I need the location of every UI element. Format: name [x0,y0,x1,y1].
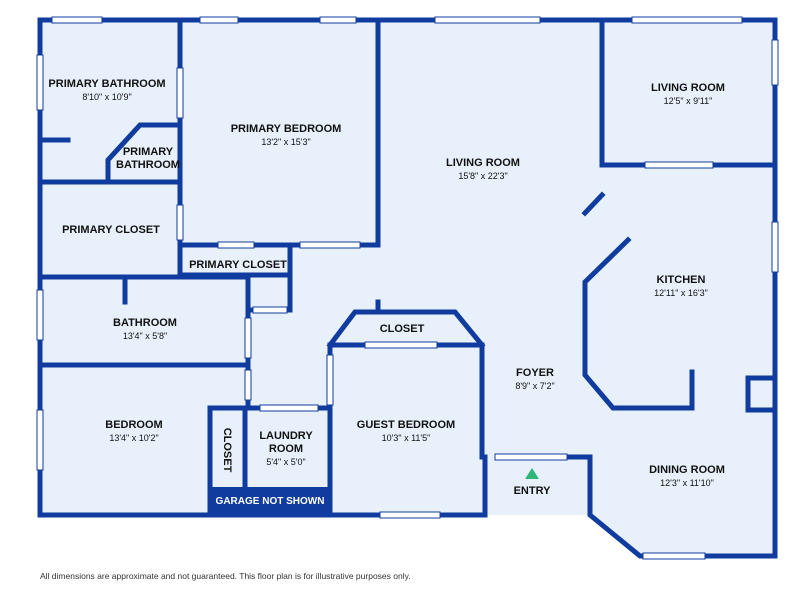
bathroom-dims: 13'4" x 5'8" [123,331,167,341]
primary-bathroom-dims: 8'10" x 10'9" [82,92,131,102]
primary-bathroom-2-label-line2: BATHROOM [116,159,180,171]
bedroom-dims: 13'4" x 10'2" [109,433,158,443]
kitchen-dims: 12'11" x 16'3" [654,288,708,298]
bathroom-label: BATHROOM [113,317,177,329]
kitchen-label: KITCHEN [657,274,706,286]
guest-bedroom-label: GUEST BEDROOM [357,419,455,431]
laundry-room-dims: 5'4" x 5'0" [266,457,305,467]
entry-marker: ENTRY [514,468,552,497]
foyer-dims: 8'9" x 7'2" [515,381,554,391]
laundry-room-label-line1: LAUNDRY [259,430,313,442]
living-room-2-label: LIVING ROOM [651,82,725,94]
primary-bathroom-2-label-line1: PRIMARY [123,146,174,158]
windows [36,16,779,560]
entry-label: ENTRY [514,485,552,497]
primary-bathroom-label: PRIMARY BATHROOM [48,78,165,90]
primary-bedroom-dims: 13'2" x 15'3" [261,137,310,147]
primary-closet-label: PRIMARY CLOSET [62,224,160,236]
living-room-label: LIVING ROOM [446,157,520,169]
disclaimer-text: All dimensions are approximate and not g… [40,571,411,581]
foyer-label: FOYER [516,367,554,379]
living-room-dims: 15'8" x 22'3" [458,171,507,181]
garage-not-shown-badge: GARAGE NOT SHOWN [210,487,330,514]
floor-fill [40,20,775,556]
primary-closet-2-label: PRIMARY CLOSET [189,259,287,271]
closet-vertical-label: CLOSET [221,428,233,473]
bedroom-label: BEDROOM [105,419,162,431]
living-room-2-dims: 12'5" x 9'11" [664,96,713,106]
closet-label: CLOSET [380,323,425,335]
garage-badge-label: GARAGE NOT SHOWN [216,496,325,507]
entry-arrow-icon [525,468,539,479]
dining-room-dims: 12'3" x 11'10" [660,478,714,488]
dining-room-label: DINING ROOM [649,464,725,476]
laundry-room-label-line2: ROOM [269,443,303,455]
primary-bedroom-label: PRIMARY BEDROOM [231,123,342,135]
room-labels: PRIMARY BATHROOM 8'10" x 10'9" PRIMARY B… [48,78,725,488]
guest-bedroom-dims: 10'3" x 11'5" [382,433,431,443]
